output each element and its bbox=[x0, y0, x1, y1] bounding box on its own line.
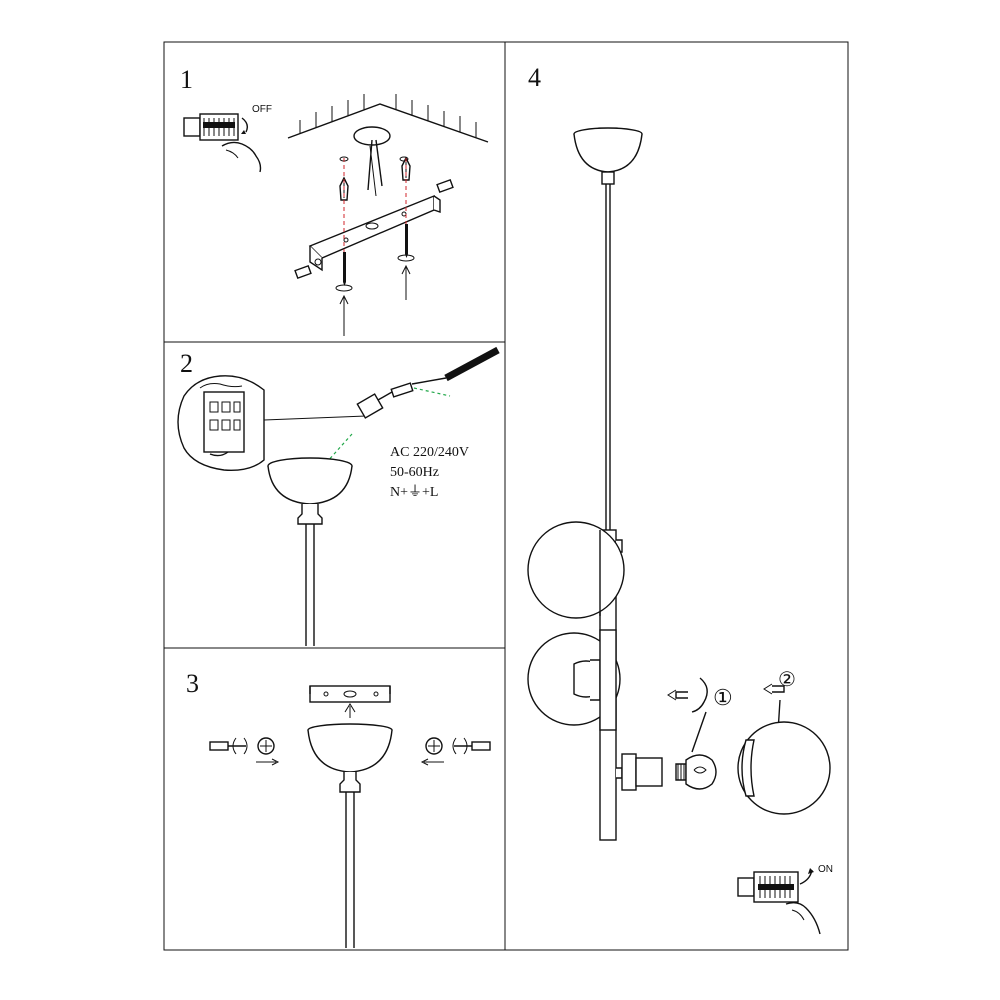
arrow-icon bbox=[344, 703, 356, 718]
panel-frame bbox=[163, 41, 849, 951]
bulb-icon bbox=[675, 754, 717, 790]
step-3-panel: 3 bbox=[186, 669, 491, 948]
terminal-block-icon bbox=[177, 375, 265, 471]
frequency-label: 50-60Hz bbox=[390, 465, 439, 480]
mounting-bracket-icon bbox=[308, 194, 441, 272]
step-number: 2 bbox=[180, 349, 193, 378]
glass-globe-icon bbox=[527, 521, 625, 731]
step-number: 4 bbox=[528, 63, 541, 92]
step-2-panel: 2 AC 220/240V 50-60Hz N+⏚ bbox=[177, 346, 500, 646]
hand-icon bbox=[221, 141, 262, 173]
step-number: 3 bbox=[186, 669, 199, 698]
wiring-label: N+⏚+L bbox=[390, 484, 438, 500]
glass-globe-icon bbox=[737, 721, 831, 815]
arrow-icon bbox=[339, 264, 411, 336]
voltage-label: AC 220/240V bbox=[390, 445, 469, 460]
switch-on-icon bbox=[737, 868, 814, 903]
step-number: 1 bbox=[180, 65, 193, 94]
step-4-panel: 4 bbox=[527, 63, 833, 935]
bracket-icon bbox=[309, 685, 391, 703]
step-marker-2: ② bbox=[778, 669, 796, 691]
socket-icon bbox=[621, 753, 663, 791]
canopy-icon bbox=[307, 723, 393, 948]
step-1-panel: 1 OFF bbox=[180, 65, 489, 336]
screwdriver-icon bbox=[420, 737, 491, 766]
wall-anchor-icon bbox=[339, 156, 411, 201]
step-marker-1: ① bbox=[713, 685, 733, 710]
screwdriver-icon bbox=[209, 737, 280, 766]
hand-icon bbox=[785, 901, 821, 935]
ceiling-icon bbox=[287, 94, 489, 162]
rotate-icon bbox=[667, 677, 708, 753]
cable-icon bbox=[367, 139, 383, 197]
canopy-icon bbox=[267, 457, 353, 646]
pendant-lamp-icon bbox=[573, 127, 643, 841]
switch-off-icon bbox=[183, 113, 249, 141]
switch-label: ON bbox=[818, 864, 833, 875]
switch-label: OFF bbox=[252, 104, 272, 115]
guide-lines bbox=[343, 158, 407, 252]
screw-icon bbox=[294, 178, 454, 292]
